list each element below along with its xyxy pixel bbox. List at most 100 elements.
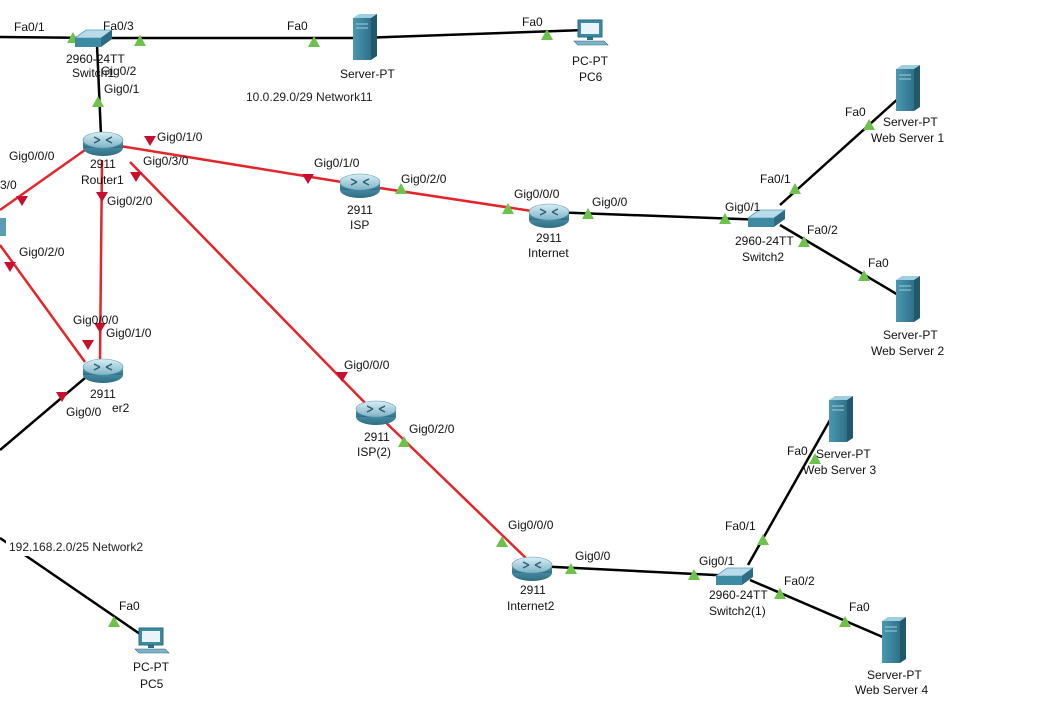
- device-router2[interactable]: 2911 er2: [82, 358, 130, 415]
- port-label: Gig0/1/0: [106, 326, 152, 340]
- device-name: ISP: [350, 218, 369, 232]
- device-internet[interactable]: 2911 Internet: [528, 203, 570, 260]
- switch-icon: [715, 567, 754, 586]
- port-label: Gig0/0/0: [344, 358, 390, 372]
- device-pc6[interactable]: PC-PT PC6: [572, 19, 609, 84]
- pc-icon: [134, 627, 170, 654]
- device-web-server-4[interactable]: Server-PT Web Server 4: [855, 616, 928, 697]
- port-label: Gig0/0: [66, 405, 102, 419]
- router-icon: [355, 400, 397, 426]
- device-model: 2911: [90, 157, 116, 171]
- port-down-indicator: [144, 136, 156, 146]
- device-web-server-2[interactable]: Server-PT Web Server 2: [871, 275, 944, 358]
- device-server-top[interactable]: Server-PT: [340, 13, 395, 81]
- device-name-partial: er2: [112, 401, 130, 415]
- device-model: Server-PT: [883, 328, 938, 342]
- link-sw1-router1[interactable]: [95, 44, 103, 136]
- device-switch1[interactable]: 2960-24TT Switch1: [66, 29, 125, 80]
- network-label-2[interactable]: 192.168.2.0/25 Network2: [6, 538, 158, 556]
- port-down-indicator: [4, 262, 16, 272]
- server-icon: [895, 275, 921, 323]
- device-web-server-3[interactable]: Server-PT Web Server 3: [803, 395, 876, 477]
- port-up-indicator: [863, 119, 875, 130]
- link-router2-left[interactable]: [0, 377, 86, 451]
- port-label: Fa0: [845, 105, 866, 119]
- port-label: Gig0/2/0: [19, 245, 65, 259]
- port-markers: [4, 29, 875, 627]
- router-icon: [0, 218, 6, 236]
- port-label: Gig0/0: [575, 549, 611, 563]
- router-icon: [511, 556, 553, 582]
- port-label: Fa0/1: [14, 20, 45, 34]
- port-up-indicator: [541, 29, 553, 40]
- port-down-indicator: [302, 174, 314, 184]
- router-icon: [82, 358, 124, 384]
- port-label: Gig0/0/0: [514, 187, 560, 201]
- port-label: Fa0/3: [103, 19, 134, 33]
- link-switch2-web1[interactable]: [779, 96, 901, 206]
- port-up-indicator: [108, 616, 120, 627]
- port-label: Gig0/2/0: [107, 194, 153, 208]
- device-name: Internet: [528, 246, 569, 260]
- port-label: Fa0/1: [760, 172, 791, 186]
- network-label-11[interactable]: 10.0.29.0/29 Network11: [243, 88, 386, 106]
- device-web-server-1[interactable]: Server-PT Web Server 1: [871, 64, 944, 145]
- port-label: Gig0/1: [699, 554, 735, 568]
- port-label: Gig0/2/0: [409, 422, 455, 436]
- device-name: Web Server 4: [855, 683, 928, 697]
- link-router1-isp2[interactable]: [129, 161, 371, 409]
- port-down-indicator: [130, 172, 142, 182]
- port-down-indicator: [96, 192, 108, 202]
- link-switch2-web2[interactable]: [779, 223, 901, 298]
- device-model: 2960-24TT: [66, 52, 125, 66]
- port-label: Gig0/2: [101, 64, 137, 78]
- device-name: Switch1: [72, 66, 114, 80]
- port-label: Gig0/1: [725, 200, 761, 214]
- port-label: Gig0/0/0: [508, 518, 554, 532]
- device-model: 2911: [90, 387, 116, 401]
- link-isp2-internet2[interactable]: [374, 411, 531, 563]
- device-model: 2960-24TT: [709, 588, 768, 602]
- server-icon: [828, 395, 854, 443]
- device-internet2[interactable]: 2911 Internet2: [507, 556, 555, 613]
- device-switch2[interactable]: 2960-24TT Switch2: [735, 209, 794, 264]
- link-router1-isp[interactable]: [119, 144, 361, 187]
- device-model: 2960-24TT: [735, 234, 794, 248]
- port-label: Fa0/2: [807, 223, 838, 237]
- device-router1[interactable]: 2911 Router1: [81, 131, 124, 187]
- port-label: Gig0/0/0: [73, 313, 119, 327]
- network-label-text: 10.0.29.0/29 Network11: [246, 90, 373, 104]
- device-model: 2911: [536, 231, 562, 245]
- link-isp-internet[interactable]: [359, 183, 546, 215]
- port-label: Gig0/1/0: [157, 130, 203, 144]
- device-isp[interactable]: 2911 ISP: [339, 173, 381, 232]
- port-up-indicator: [582, 208, 594, 219]
- device-pc5[interactable]: PC-PT PC5: [133, 627, 170, 691]
- port-up-indicator: [798, 236, 810, 247]
- port-label: Fa0/1: [725, 519, 756, 533]
- port-up-indicator: [688, 569, 700, 580]
- device-name: Router1: [81, 173, 124, 187]
- port-label: Fa0: [287, 19, 308, 33]
- port-label: Fa0: [849, 600, 870, 614]
- device-model: 2911: [364, 430, 390, 444]
- device-name: Switch2: [742, 250, 784, 264]
- device-switch2-1[interactable]: 2960-24TT Switch2(1): [709, 567, 768, 618]
- port-label: Fa0: [119, 599, 140, 613]
- link-switch21-web4[interactable]: [749, 578, 886, 640]
- device-model: Server-PT: [340, 67, 395, 81]
- device-isp2[interactable]: 2911 ISP(2): [355, 400, 397, 459]
- link-router1-left[interactable]: [0, 148, 86, 212]
- device-left-partial[interactable]: [0, 218, 6, 236]
- port-up-indicator: [496, 536, 508, 547]
- device-name: ISP(2): [357, 445, 391, 459]
- link-internet2-switch21[interactable]: [534, 564, 736, 578]
- router-icon: [82, 131, 124, 157]
- device-name: Web Server 3: [803, 463, 876, 477]
- port-up-indicator: [92, 96, 104, 107]
- device-name: Web Server 1: [871, 131, 944, 145]
- port-down-indicator: [16, 196, 28, 206]
- port-down-indicator: [94, 323, 106, 333]
- port-label: Gig0/1/0: [314, 156, 360, 170]
